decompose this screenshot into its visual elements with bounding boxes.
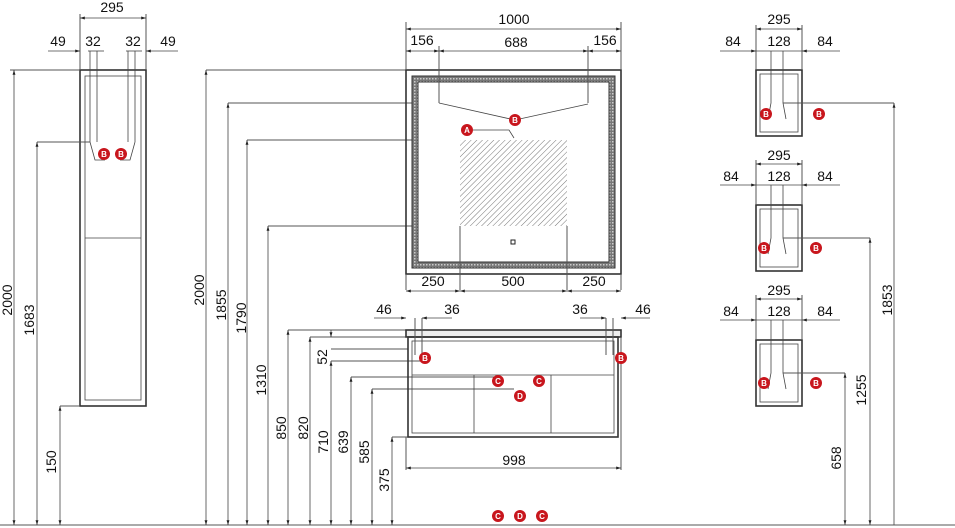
hatched-area <box>460 140 567 226</box>
marker-b: B <box>758 377 770 389</box>
vanity-right-in-label: 36 <box>572 301 588 317</box>
mirror-width-label: 1000 <box>498 11 529 27</box>
cube-right-label: 84 <box>817 33 833 49</box>
marker-b: B <box>115 148 127 160</box>
height-1310-label: 1310 <box>253 364 269 395</box>
vanity-width-label: 998 <box>502 452 526 468</box>
height-1853-label: 1853 <box>879 284 895 315</box>
tall-hole-left-label: 32 <box>85 33 101 49</box>
center-height-dimensions: 2000 1855 1790 1310 850 820 52 710 639 5… <box>191 69 514 525</box>
right-height-dimensions: 1853 1255 658 <box>783 102 896 525</box>
marker-b: B <box>760 108 772 120</box>
marker-d: D <box>514 510 526 522</box>
floor-markers: C D C <box>492 510 548 522</box>
vanity-unit: 46 36 36 46 998 B B C C D <box>374 301 651 470</box>
marker-c: C <box>533 375 545 387</box>
marker-a: A <box>461 124 473 136</box>
marker-b: B <box>419 352 431 364</box>
svg-text:C: C <box>539 512 545 521</box>
mirror-bottom-left-label: 250 <box>421 273 445 289</box>
cube-left-label: 84 <box>723 303 739 319</box>
svg-text:B: B <box>101 150 107 159</box>
svg-text:D: D <box>517 392 523 401</box>
cube-width-label: 295 <box>767 282 791 298</box>
cube-shelf-1: 295 84 128 84 B B <box>720 11 840 137</box>
tall-floor-height-label: 150 <box>43 450 59 474</box>
height-710-label: 710 <box>315 430 331 454</box>
vanity-left-in-label: 36 <box>444 301 460 317</box>
marker-b: B <box>509 114 521 126</box>
mirror: 1000 156 688 156 250 500 250 A B <box>405 11 622 293</box>
marker-c: C <box>492 375 504 387</box>
marker-b: B <box>810 242 822 254</box>
vanity-left-out-label: 46 <box>376 301 392 317</box>
marker-b: B <box>810 377 822 389</box>
svg-text:C: C <box>495 377 501 386</box>
touch-switch-icon <box>510 239 516 245</box>
height-850-label: 850 <box>273 416 289 440</box>
mirror-right-label: 156 <box>593 32 617 48</box>
cube-left-label: 84 <box>723 168 739 184</box>
cube-shelf-3: 295 84 128 84 B B <box>720 282 840 407</box>
tall-hole-right-label: 32 <box>125 33 141 49</box>
svg-text:B: B <box>422 354 428 363</box>
svg-text:C: C <box>536 377 542 386</box>
cube-hole-label: 128 <box>767 168 791 184</box>
svg-text:B: B <box>813 244 819 253</box>
height-1255-label: 1255 <box>853 374 869 405</box>
height-52-label: 52 <box>314 349 330 365</box>
svg-text:B: B <box>618 354 624 363</box>
marker-b: B <box>615 352 627 364</box>
cube-hole-label: 128 <box>767 33 791 49</box>
marker-c: C <box>492 510 504 522</box>
svg-text:B: B <box>761 244 767 253</box>
svg-text:B: B <box>761 379 767 388</box>
svg-text:B: B <box>816 110 822 119</box>
height-585-label: 585 <box>356 440 372 464</box>
vanity-right-out-label: 46 <box>635 301 651 317</box>
height-820-label: 820 <box>295 416 311 440</box>
tall-width-label: 295 <box>100 0 124 15</box>
svg-text:D: D <box>517 512 523 521</box>
cube-right-label: 84 <box>817 168 833 184</box>
svg-text:B: B <box>118 150 124 159</box>
cube-left-label: 84 <box>725 33 741 49</box>
marker-d: D <box>514 390 526 402</box>
tall-side-left-label: 49 <box>50 33 66 49</box>
cube-width-label: 295 <box>767 11 791 27</box>
height-375-label: 375 <box>376 468 392 492</box>
mirror-middle-label: 688 <box>504 34 528 50</box>
height-2000-label: 2000 <box>191 274 207 305</box>
cube-right-label: 84 <box>817 303 833 319</box>
svg-text:A: A <box>464 126 470 135</box>
svg-text:C: C <box>495 512 501 521</box>
tall-cabinet: 295 49 32 32 49 2000 1683 150 B B <box>0 0 178 525</box>
cube-width-label: 295 <box>767 147 791 163</box>
marker-b: B <box>813 108 825 120</box>
height-639-label: 639 <box>335 430 351 454</box>
cube-shelf-2: 295 84 128 84 B B <box>720 147 840 272</box>
tall-hole-height-label: 1683 <box>21 304 37 335</box>
tall-height-label: 2000 <box>0 284 15 315</box>
mirror-left-label: 156 <box>410 32 434 48</box>
height-1790-label: 1790 <box>233 302 249 333</box>
height-1855-label: 1855 <box>213 289 229 320</box>
mirror-bottom-right-label: 250 <box>582 273 606 289</box>
cube-hole-label: 128 <box>767 303 791 319</box>
mirror-bottom-mid-label: 500 <box>501 273 525 289</box>
marker-c: C <box>536 510 548 522</box>
marker-b: B <box>758 242 770 254</box>
svg-text:B: B <box>512 116 518 125</box>
height-658-label: 658 <box>828 446 844 470</box>
svg-text:B: B <box>763 110 769 119</box>
svg-text:B: B <box>813 379 819 388</box>
marker-b: B <box>98 148 110 160</box>
tall-side-right-label: 49 <box>160 33 176 49</box>
